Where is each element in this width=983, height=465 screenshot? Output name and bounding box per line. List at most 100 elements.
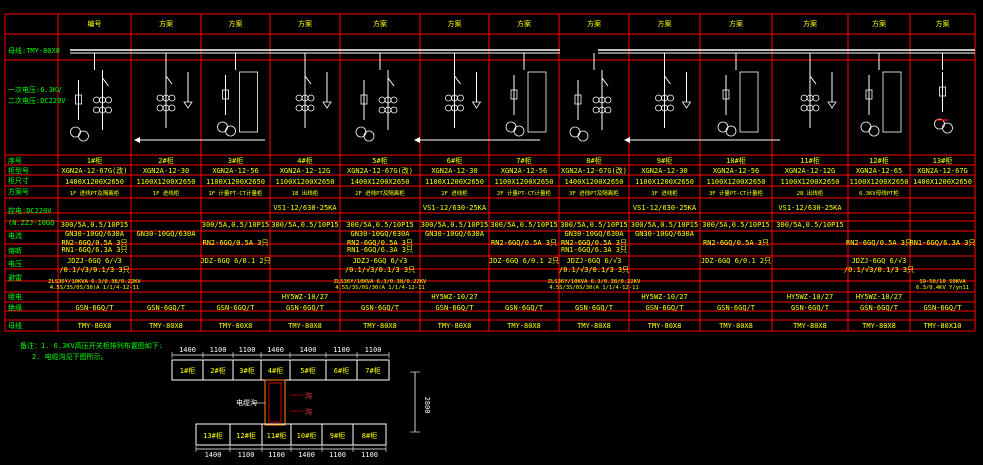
cell-bus: TMY-80X10 bbox=[924, 322, 962, 330]
cell-breaker: VS1-12/630-25KA bbox=[633, 204, 697, 212]
cell-no: 10#柜 bbox=[726, 156, 746, 165]
row-label: 柜型号 bbox=[8, 166, 29, 175]
fuse-symbol bbox=[722, 89, 730, 100]
cell-arr2: 4.5S/3S/0S/30(A 1/1/4-12-11 bbox=[549, 285, 638, 291]
fuse-symbol bbox=[574, 94, 582, 105]
cell-size: 1400X1200X2650 bbox=[65, 178, 124, 186]
header-cell: 方案 bbox=[803, 19, 817, 28]
cabinet-label-top: 6#柜 bbox=[334, 366, 349, 375]
fuse-symbol bbox=[222, 89, 229, 100]
cell-ins: GSN-6GQ/T bbox=[217, 304, 256, 312]
arrester-label: 避雷 bbox=[8, 273, 22, 282]
cell-bus: TMY-80X8 bbox=[577, 322, 611, 330]
cell-no: 7#柜 bbox=[516, 156, 531, 165]
cell-bus: TMY-80X8 bbox=[438, 322, 472, 330]
cell-arr: S9-50/10 50KVA bbox=[919, 279, 966, 285]
ct-coil bbox=[800, 94, 808, 102]
ct-coil bbox=[295, 94, 303, 102]
trench-label: 电缆沟 bbox=[236, 398, 257, 407]
cell-no: 11#柜 bbox=[800, 156, 820, 165]
control-label: (N.ZZJ-10GQ bbox=[8, 219, 54, 227]
pt-label: 电压 bbox=[8, 259, 22, 268]
cell-iso: GN30-10GQ/630A bbox=[65, 230, 125, 238]
dim-text: 1100 bbox=[365, 346, 382, 354]
header-cell: 方案 bbox=[658, 19, 672, 28]
cell-fuse: RN1-6GQ/6.3A 3只 bbox=[909, 239, 975, 247]
cell-fuse2: RN1-6GQ/6.3A 3只 bbox=[61, 246, 127, 254]
bus-label: 母线:TMY-80X8 bbox=[8, 46, 60, 55]
cabinet-box-top bbox=[356, 359, 390, 381]
cabinet-label-bottom: 9#柜 bbox=[330, 431, 345, 440]
voltage-label-2: 二次电压:DC220V bbox=[8, 96, 66, 105]
cell-pt2: /0.1/√3/0.1/3 3只 bbox=[559, 266, 629, 274]
cell-size: 1400X1200X2650 bbox=[913, 178, 972, 186]
trench-mark-2: 沟 bbox=[305, 407, 312, 416]
cell-no: 4#柜 bbox=[297, 156, 312, 165]
pt-winding bbox=[717, 121, 729, 133]
fuse-symbol bbox=[865, 89, 873, 100]
ct-coil bbox=[445, 94, 452, 102]
insulator-label: 绝缘 bbox=[8, 303, 22, 312]
cell-ct: 300/5A,0.5/10P15 bbox=[776, 221, 843, 229]
cell-wall: HY5WZ-10/27 bbox=[431, 293, 477, 301]
cell-bus: TMY-80X8 bbox=[149, 322, 183, 330]
cell-pt: JDZJ-6GQ 6/√3 bbox=[567, 257, 622, 265]
ct-coil bbox=[445, 104, 452, 112]
cabinet-label-bottom: 12#柜 bbox=[236, 431, 256, 440]
cell-ct: 300/5A,0.5/10P15 bbox=[702, 221, 769, 229]
cell-iso: GN30-10GQ/630A bbox=[635, 230, 695, 238]
fuse-label: 熔断 bbox=[8, 246, 22, 255]
cabinet-label-bottom: 10#柜 bbox=[297, 431, 317, 440]
cabinet-label-top: 2#柜 bbox=[210, 366, 225, 375]
switch-blade bbox=[601, 77, 609, 87]
cell-wall: HY5WZ-10/27 bbox=[787, 293, 833, 301]
ct-coil bbox=[105, 96, 112, 104]
row-label: 序号 bbox=[8, 156, 22, 165]
header-cell: 方案 bbox=[587, 19, 601, 28]
ct-coil bbox=[307, 104, 315, 112]
pt-winding bbox=[225, 125, 236, 137]
pt-winding bbox=[860, 121, 872, 133]
header-cell: 编号 bbox=[88, 19, 102, 28]
dim-text-bottom: 1100 bbox=[268, 451, 285, 459]
cell-ct: 300/5A,0.5/10P15 bbox=[421, 221, 488, 229]
header-cell: 方案 bbox=[517, 19, 531, 28]
cell-bus: TMY-80X8 bbox=[719, 322, 753, 330]
row-label: 方案号 bbox=[8, 187, 29, 196]
cell-fuse: RN2-6GQ/0.5A 3只 bbox=[846, 239, 912, 247]
dim-text-bottom: 1400 bbox=[298, 451, 315, 459]
cell-ins: GSN-6GQ/T bbox=[361, 304, 400, 312]
cell-bus: TMY-80X8 bbox=[288, 322, 322, 330]
voltage-label-1: 一次电压:6.3KV bbox=[8, 85, 62, 94]
cell-arr: ZLS36Y/10KVA 6.3/0.38/0.22KV bbox=[334, 279, 427, 285]
meter-box bbox=[239, 71, 258, 133]
fuse-symbol bbox=[939, 86, 946, 97]
dim-text: 1100 bbox=[333, 346, 350, 354]
cell-scheme: 6.3KV母线PT柜 bbox=[859, 189, 899, 197]
pt-winding bbox=[505, 121, 517, 133]
cable-trench-inner bbox=[268, 382, 282, 423]
cell-model: XGN2A-12-30 bbox=[143, 167, 189, 175]
ct-coil bbox=[655, 104, 662, 112]
cell-fuse: RN2-6GQ/0.5A 3只 bbox=[491, 239, 557, 247]
header-cell: 方案 bbox=[936, 19, 950, 28]
cell-size: 1100X1200X2650 bbox=[849, 178, 908, 186]
note-line-1: 备注：1. 6.3KV高压开关柜排列布置图如下: bbox=[20, 341, 163, 350]
dim-text: 1400 bbox=[179, 346, 196, 354]
dim-text: 1100 bbox=[239, 346, 256, 354]
dim-text: 1400 bbox=[300, 346, 317, 354]
ct-coil bbox=[156, 94, 164, 102]
ct-coil bbox=[390, 106, 398, 114]
ct-coil bbox=[655, 94, 662, 102]
cell-model: XGN2A-12-67G bbox=[917, 167, 968, 175]
cell-no: 6#柜 bbox=[447, 156, 462, 165]
cell-ins: GSN-6GQ/T bbox=[505, 304, 544, 312]
cell-bus: TMY-80X8 bbox=[507, 322, 541, 330]
cell-fuse: RN2-6GQ/0.5A 3只 bbox=[202, 239, 268, 247]
cell-size: 1100X1200X2650 bbox=[136, 178, 195, 186]
cell-ins: GSN-6GQ/T bbox=[575, 304, 614, 312]
pt-winding bbox=[355, 126, 367, 138]
cell-ins: GSN-6GQ/T bbox=[436, 304, 475, 312]
